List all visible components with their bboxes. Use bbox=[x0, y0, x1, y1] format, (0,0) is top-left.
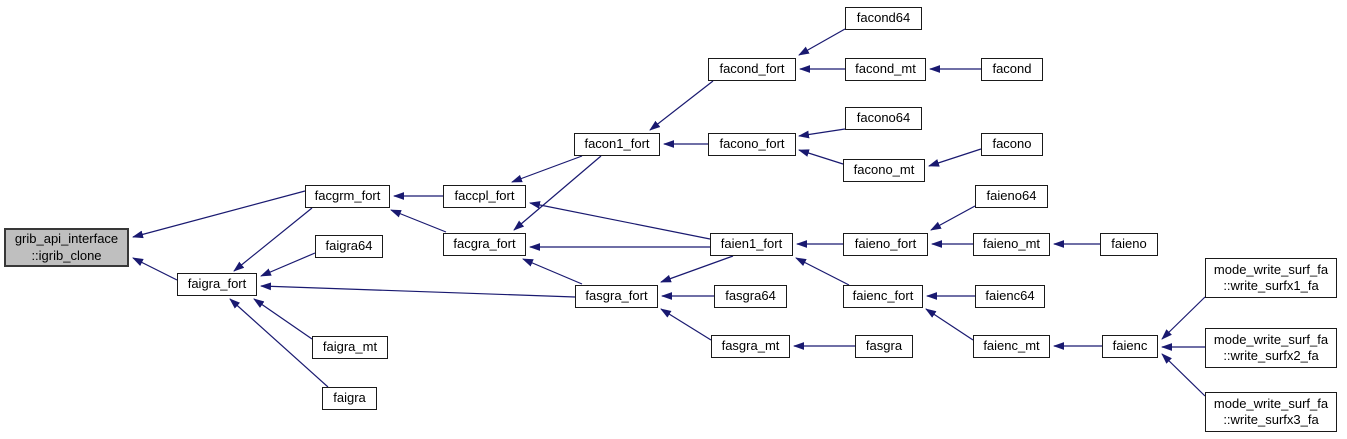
node-label: facond_mt bbox=[855, 61, 916, 77]
node-label: facono_mt bbox=[853, 162, 915, 178]
node-facond_fort[interactable]: facond_fort bbox=[708, 58, 796, 81]
node-facond_mt[interactable]: facond_mt bbox=[845, 58, 926, 81]
node-label: faccpl_fort bbox=[454, 188, 515, 204]
node-faienc[interactable]: faienc bbox=[1102, 335, 1158, 358]
node-facono64[interactable]: facono64 bbox=[845, 107, 922, 130]
node-label: facono bbox=[992, 136, 1032, 152]
node-label: mode_write_surf_fa bbox=[1213, 261, 1329, 277]
node-facon1_fort[interactable]: facon1_fort bbox=[574, 133, 660, 156]
edge-fasgra_fort-faigra_fort bbox=[260, 282, 576, 298]
edge-faienc_fort-faien1_fort bbox=[795, 257, 850, 286]
node-write_surfx1_fa[interactable]: mode_write_surf_fa::write_surfx1_fa bbox=[1205, 258, 1337, 298]
edge-facon1_fort-faccpl_fort bbox=[511, 155, 583, 183]
node-label: faigra bbox=[333, 390, 366, 406]
edge-faieno64-faieno_fort bbox=[930, 205, 976, 231]
node-label: faienc_mt bbox=[983, 338, 1040, 354]
node-label: faigra64 bbox=[325, 238, 373, 254]
node-label: faieno64 bbox=[986, 188, 1037, 204]
node-fasgra_fort[interactable]: fasgra_fort bbox=[575, 285, 658, 308]
node-igrib_clone: grib_api_interface::igrib_clone bbox=[4, 228, 129, 267]
node-label: ::write_surfx2_fa bbox=[1223, 348, 1319, 363]
node-label: faien1_fort bbox=[720, 236, 783, 252]
edge-faigra_fort-igrib_clone bbox=[132, 257, 178, 281]
node-label: fasgra_mt bbox=[721, 338, 780, 354]
node-label: faieno_mt bbox=[982, 236, 1041, 252]
node-faigra_fort[interactable]: faigra_fort bbox=[177, 273, 257, 296]
node-write_surfx2_fa[interactable]: mode_write_surf_fa::write_surfx2_fa bbox=[1205, 328, 1337, 368]
node-label: faienc bbox=[1112, 338, 1148, 354]
node-fasgra[interactable]: fasgra bbox=[855, 335, 913, 358]
node-write_surfx3_fa[interactable]: mode_write_surf_fa::write_surfx3_fa bbox=[1205, 392, 1337, 432]
node-label: mode_write_surf_fa bbox=[1213, 331, 1329, 347]
node-fasgra64[interactable]: fasgra64 bbox=[714, 285, 787, 308]
node-faigra_mt[interactable]: faigra_mt bbox=[312, 336, 388, 359]
node-label: fasgra_fort bbox=[585, 288, 648, 304]
edge-facgrm_fort-faigra_fort bbox=[233, 207, 313, 272]
edge-faien1_fort-fasgra_fort bbox=[660, 255, 734, 283]
node-label: faienc_fort bbox=[852, 288, 914, 304]
node-label: faigra_mt bbox=[322, 339, 378, 355]
node-faigra[interactable]: faigra bbox=[322, 387, 377, 410]
node-label: ::write_surfx1_fa bbox=[1223, 278, 1319, 293]
edge-fasgra_fort-facgra_fort bbox=[522, 258, 583, 285]
node-label: faigra_fort bbox=[187, 276, 247, 292]
node-facono_mt[interactable]: facono_mt bbox=[843, 159, 925, 182]
edge-faien1_fort-faccpl_fort bbox=[529, 201, 711, 240]
edge-facon1_fort-facgra_fort bbox=[513, 155, 602, 231]
node-label: grib_api_interface bbox=[14, 231, 119, 247]
node-facgrm_fort[interactable]: facgrm_fort bbox=[305, 185, 390, 208]
edge-write_surfx3_fa-faienc bbox=[1161, 353, 1206, 397]
node-facond64[interactable]: facond64 bbox=[845, 7, 922, 30]
edges-group bbox=[132, 28, 1206, 397]
node-label: facgra_fort bbox=[453, 236, 516, 252]
edge-write_surfx1_fa-faienc bbox=[1161, 296, 1206, 340]
node-label: faieno_fort bbox=[854, 236, 917, 252]
node-faienc_fort[interactable]: faienc_fort bbox=[843, 285, 923, 308]
node-label: facond64 bbox=[856, 10, 911, 26]
edge-facono_mt-facono_fort bbox=[798, 149, 844, 165]
edge-faienc_mt-faienc_fort bbox=[925, 308, 974, 341]
node-faieno_mt[interactable]: faieno_mt bbox=[973, 233, 1050, 256]
node-label: facond_fort bbox=[719, 61, 785, 77]
edge-facond_fort-facon1_fort bbox=[649, 80, 714, 131]
node-label: faienc64 bbox=[985, 288, 1035, 304]
node-fasgra_mt[interactable]: fasgra_mt bbox=[711, 335, 790, 358]
edge-facono-facono_mt bbox=[928, 148, 982, 167]
node-label: mode_write_surf_fa bbox=[1213, 395, 1329, 411]
node-label: facono_fort bbox=[719, 136, 785, 152]
node-label: fasgra bbox=[865, 338, 903, 354]
node-label: fasgra64 bbox=[725, 288, 776, 304]
node-label: ::igrib_clone bbox=[31, 247, 102, 263]
node-facono_fort[interactable]: facono_fort bbox=[708, 133, 796, 156]
node-facgra_fort[interactable]: facgra_fort bbox=[443, 233, 526, 256]
node-facond[interactable]: facond bbox=[981, 58, 1043, 81]
node-label: facon1_fort bbox=[584, 136, 650, 152]
node-faienc_mt[interactable]: faienc_mt bbox=[973, 335, 1050, 358]
node-faieno[interactable]: faieno bbox=[1100, 233, 1158, 256]
node-faienc64[interactable]: faienc64 bbox=[975, 285, 1045, 308]
node-facono[interactable]: facono bbox=[981, 133, 1043, 156]
edge-fasgra_mt-fasgra_fort bbox=[660, 308, 712, 341]
node-label: facgrm_fort bbox=[314, 188, 381, 204]
node-label: facono64 bbox=[856, 110, 911, 126]
node-faieno_fort[interactable]: faieno_fort bbox=[843, 233, 928, 256]
edge-faigra-faigra_fort bbox=[229, 298, 329, 388]
edge-facono64-facono_fort bbox=[798, 128, 846, 139]
edge-faigra64-faigra_fort bbox=[260, 252, 316, 277]
node-label: faieno bbox=[1111, 236, 1147, 252]
node-faccpl_fort[interactable]: faccpl_fort bbox=[443, 185, 526, 208]
node-faigra64[interactable]: faigra64 bbox=[315, 235, 383, 258]
node-faien1_fort[interactable]: faien1_fort bbox=[710, 233, 793, 256]
edge-facond64-facond_fort bbox=[798, 28, 846, 56]
edge-faigra_mt-faigra_fort bbox=[253, 298, 313, 340]
node-faieno64[interactable]: faieno64 bbox=[975, 185, 1048, 208]
edge-facgra_fort-facgrm_fort bbox=[390, 209, 447, 233]
edge-facgrm_fort-igrib_clone bbox=[132, 190, 306, 239]
node-label: ::write_surfx3_fa bbox=[1223, 412, 1319, 427]
node-label: facond bbox=[992, 61, 1032, 77]
